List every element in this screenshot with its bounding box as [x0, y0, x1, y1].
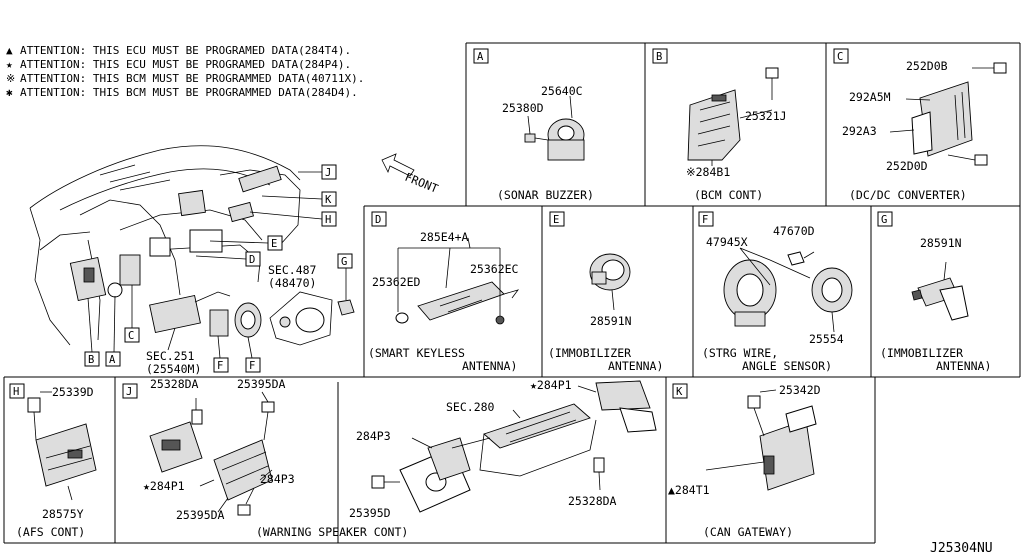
callout-f-2: F [249, 360, 255, 372]
panel-k-can-gateway: K 25342D ▲284T1 (CAN GATEWAY) [668, 383, 821, 539]
part-label-25395d: 25395D [349, 506, 391, 520]
part-label-25339d: 25339D [52, 385, 94, 399]
part-label-292a5m: 292A5M [849, 90, 891, 104]
panel-e-caption-2: ANTENNA) [608, 359, 663, 373]
attention-note-3: ATTENTION: THIS BCM MUST BE PROGRAMMED D… [20, 72, 364, 85]
part-label-28591n-e: 28591N [590, 314, 632, 328]
part-label-284p3-2: 284P3 [356, 429, 391, 443]
part-label-25395da-1: 25395DA [237, 377, 286, 391]
panel-k-caption: (CAN GATEWAY) [703, 525, 793, 539]
panel-d-smart-keyless-antenna: D 285E4+A 25362ED 25362EC (SMART KEYLESS… [368, 211, 520, 373]
panel-a-caption: (SONAR BUZZER) [497, 188, 594, 202]
panel-b-caption: (BCM CONT) [694, 188, 763, 202]
panel-k-letter: K [676, 386, 683, 398]
dashboard-overview: J K H E D G C B A F F SEC.487 (48470) SE… [29, 145, 440, 376]
callout-h: H [325, 214, 331, 226]
callout-j: J [325, 167, 331, 179]
panel-e-immobilizer-antenna: E 28591N (IMMOBILIZER ANTENNA) [548, 211, 663, 373]
part-label-292a3: 292A3 [842, 124, 877, 138]
attention-note-2: ATTENTION: THIS ECU MUST BE PROGRAMED DA… [20, 58, 351, 71]
panel-d-caption-2: ANTENNA) [462, 359, 517, 373]
panel-j-warning-speaker-cont: J 25328DA 25395DA 284P3 ★284P1 25395DA [122, 377, 657, 539]
part-label-25328da-2: 25328DA [568, 494, 617, 508]
attention-notes: ▲ ATTENTION: THIS ECU MUST BE PROGRAMED … [6, 44, 364, 99]
part-label-25362ec: 25362EC [470, 262, 519, 276]
panel-f-letter: F [702, 214, 708, 226]
part-label-25380d: 25380D [502, 101, 544, 115]
dashboard-top-edge [29, 145, 301, 209]
panel-f-caption-2: ANGLE SENSOR) [742, 359, 832, 373]
sec251-label: SEC.251 [146, 349, 195, 363]
part-label-25342d: 25342D [779, 383, 821, 397]
panel-h-afs-cont: H 25339D 28575Y (AFS CONT) [9, 383, 97, 539]
panel-f-caption-1: (STRG WIRE, [702, 346, 778, 360]
callout-e: E [271, 238, 277, 250]
part-label-25321j: 25321J [745, 109, 787, 123]
part-label-28575y: 28575Y [42, 507, 84, 521]
part-label-284p3-1: 284P3 [260, 472, 295, 486]
panel-h-letter: H [13, 386, 19, 398]
callout-g: G [341, 256, 347, 268]
attention-note-1: ATTENTION: THIS ECU MUST BE PROGRAMED DA… [20, 44, 351, 57]
part-label-47670d: 47670D [773, 224, 815, 238]
part-label-252d0d: 252D0D [886, 159, 928, 173]
panel-grid [3, 42, 1021, 544]
attention-symbol-asterisk: ✱ [6, 86, 13, 99]
panel-g-immobilizer-antenna: G 28591N (IMMOBILIZER ANTENNA) [877, 211, 991, 373]
part-label-284t1: ▲284T1 [668, 483, 710, 497]
callout-f-1: F [217, 360, 223, 372]
part-label-284b1: ※284B1 [686, 165, 730, 179]
callout-d: D [249, 254, 255, 266]
panel-f-strg-wire-angle-sensor: F 47945X 47670D 25554 (STRG WIRE, ANGLE … [698, 211, 853, 373]
attention-symbol-star: ★ [6, 58, 13, 71]
panel-d-letter: D [375, 214, 381, 226]
panel-g-caption-1: (IMMOBILIZER [880, 346, 963, 360]
diagram-code: J25304NU [930, 541, 993, 556]
part-label-252d0b: 252D0B [906, 59, 948, 73]
panel-g-letter: G [881, 214, 887, 226]
panel-c-letter: C [837, 51, 843, 63]
panel-b-letter: B [656, 51, 662, 63]
callout-a: A [109, 354, 116, 366]
panel-h-caption: (AFS CONT) [16, 525, 85, 539]
part-label-25554: 25554 [809, 332, 844, 346]
callout-c: C [128, 330, 134, 342]
front-arrow-icon [381, 153, 415, 177]
sec251-sub-label: (25540M) [146, 362, 201, 376]
part-label-284p1-2: ★284P1 [530, 378, 572, 392]
part-label-285e4a: 285E4+A [420, 230, 469, 244]
front-label: FRONT [403, 170, 440, 196]
panel-e-caption-1: (IMMOBILIZER [548, 346, 631, 360]
panel-a-sonar-buzzer: A 25640C 25380D (SONAR BUZZER) [473, 48, 594, 202]
sec487-sub-label: (48470) [268, 276, 316, 290]
attention-symbol-triangle: ▲ [6, 44, 13, 57]
part-label-284p1-1: ★284P1 [143, 479, 185, 493]
panel-d-caption-1: (SMART KEYLESS [368, 346, 465, 360]
part-label-47945x: 47945X [706, 235, 748, 249]
part-label-25328da-1: 25328DA [150, 377, 199, 391]
attention-note-4: ATTENTION: THIS BCM MUST BE PROGRAMMED D… [20, 86, 358, 99]
panel-e-letter: E [553, 214, 559, 226]
panel-c-dcdc-converter: C 252D0B 292A5M 292A3 252D0D (DC/DC CONV… [833, 48, 1007, 202]
sec487-label: SEC.487 [268, 263, 317, 277]
part-label-25362ed: 25362ED [372, 275, 421, 289]
part-label-sec280: SEC.280 [446, 400, 495, 414]
part-label-28591n-g: 28591N [920, 236, 962, 250]
callout-k: K [325, 194, 332, 206]
panel-g-caption-2: ANTENNA) [936, 359, 991, 373]
panel-a-letter: A [477, 51, 484, 63]
panel-j-caption: (WARNING SPEAKER CONT) [256, 525, 408, 539]
attention-symbol-reference: ※ [6, 72, 15, 85]
part-label-25640c: 25640C [541, 84, 583, 98]
part-label-25395da-2: 25395DA [176, 508, 225, 522]
panel-b-bcm-cont: B 25321J ※284B1 (BCM CONT) [652, 48, 787, 202]
panel-j-letter: J [126, 386, 132, 398]
callout-b: B [88, 354, 94, 366]
panel-c-caption: (DC/DC CONVERTER) [849, 188, 967, 202]
